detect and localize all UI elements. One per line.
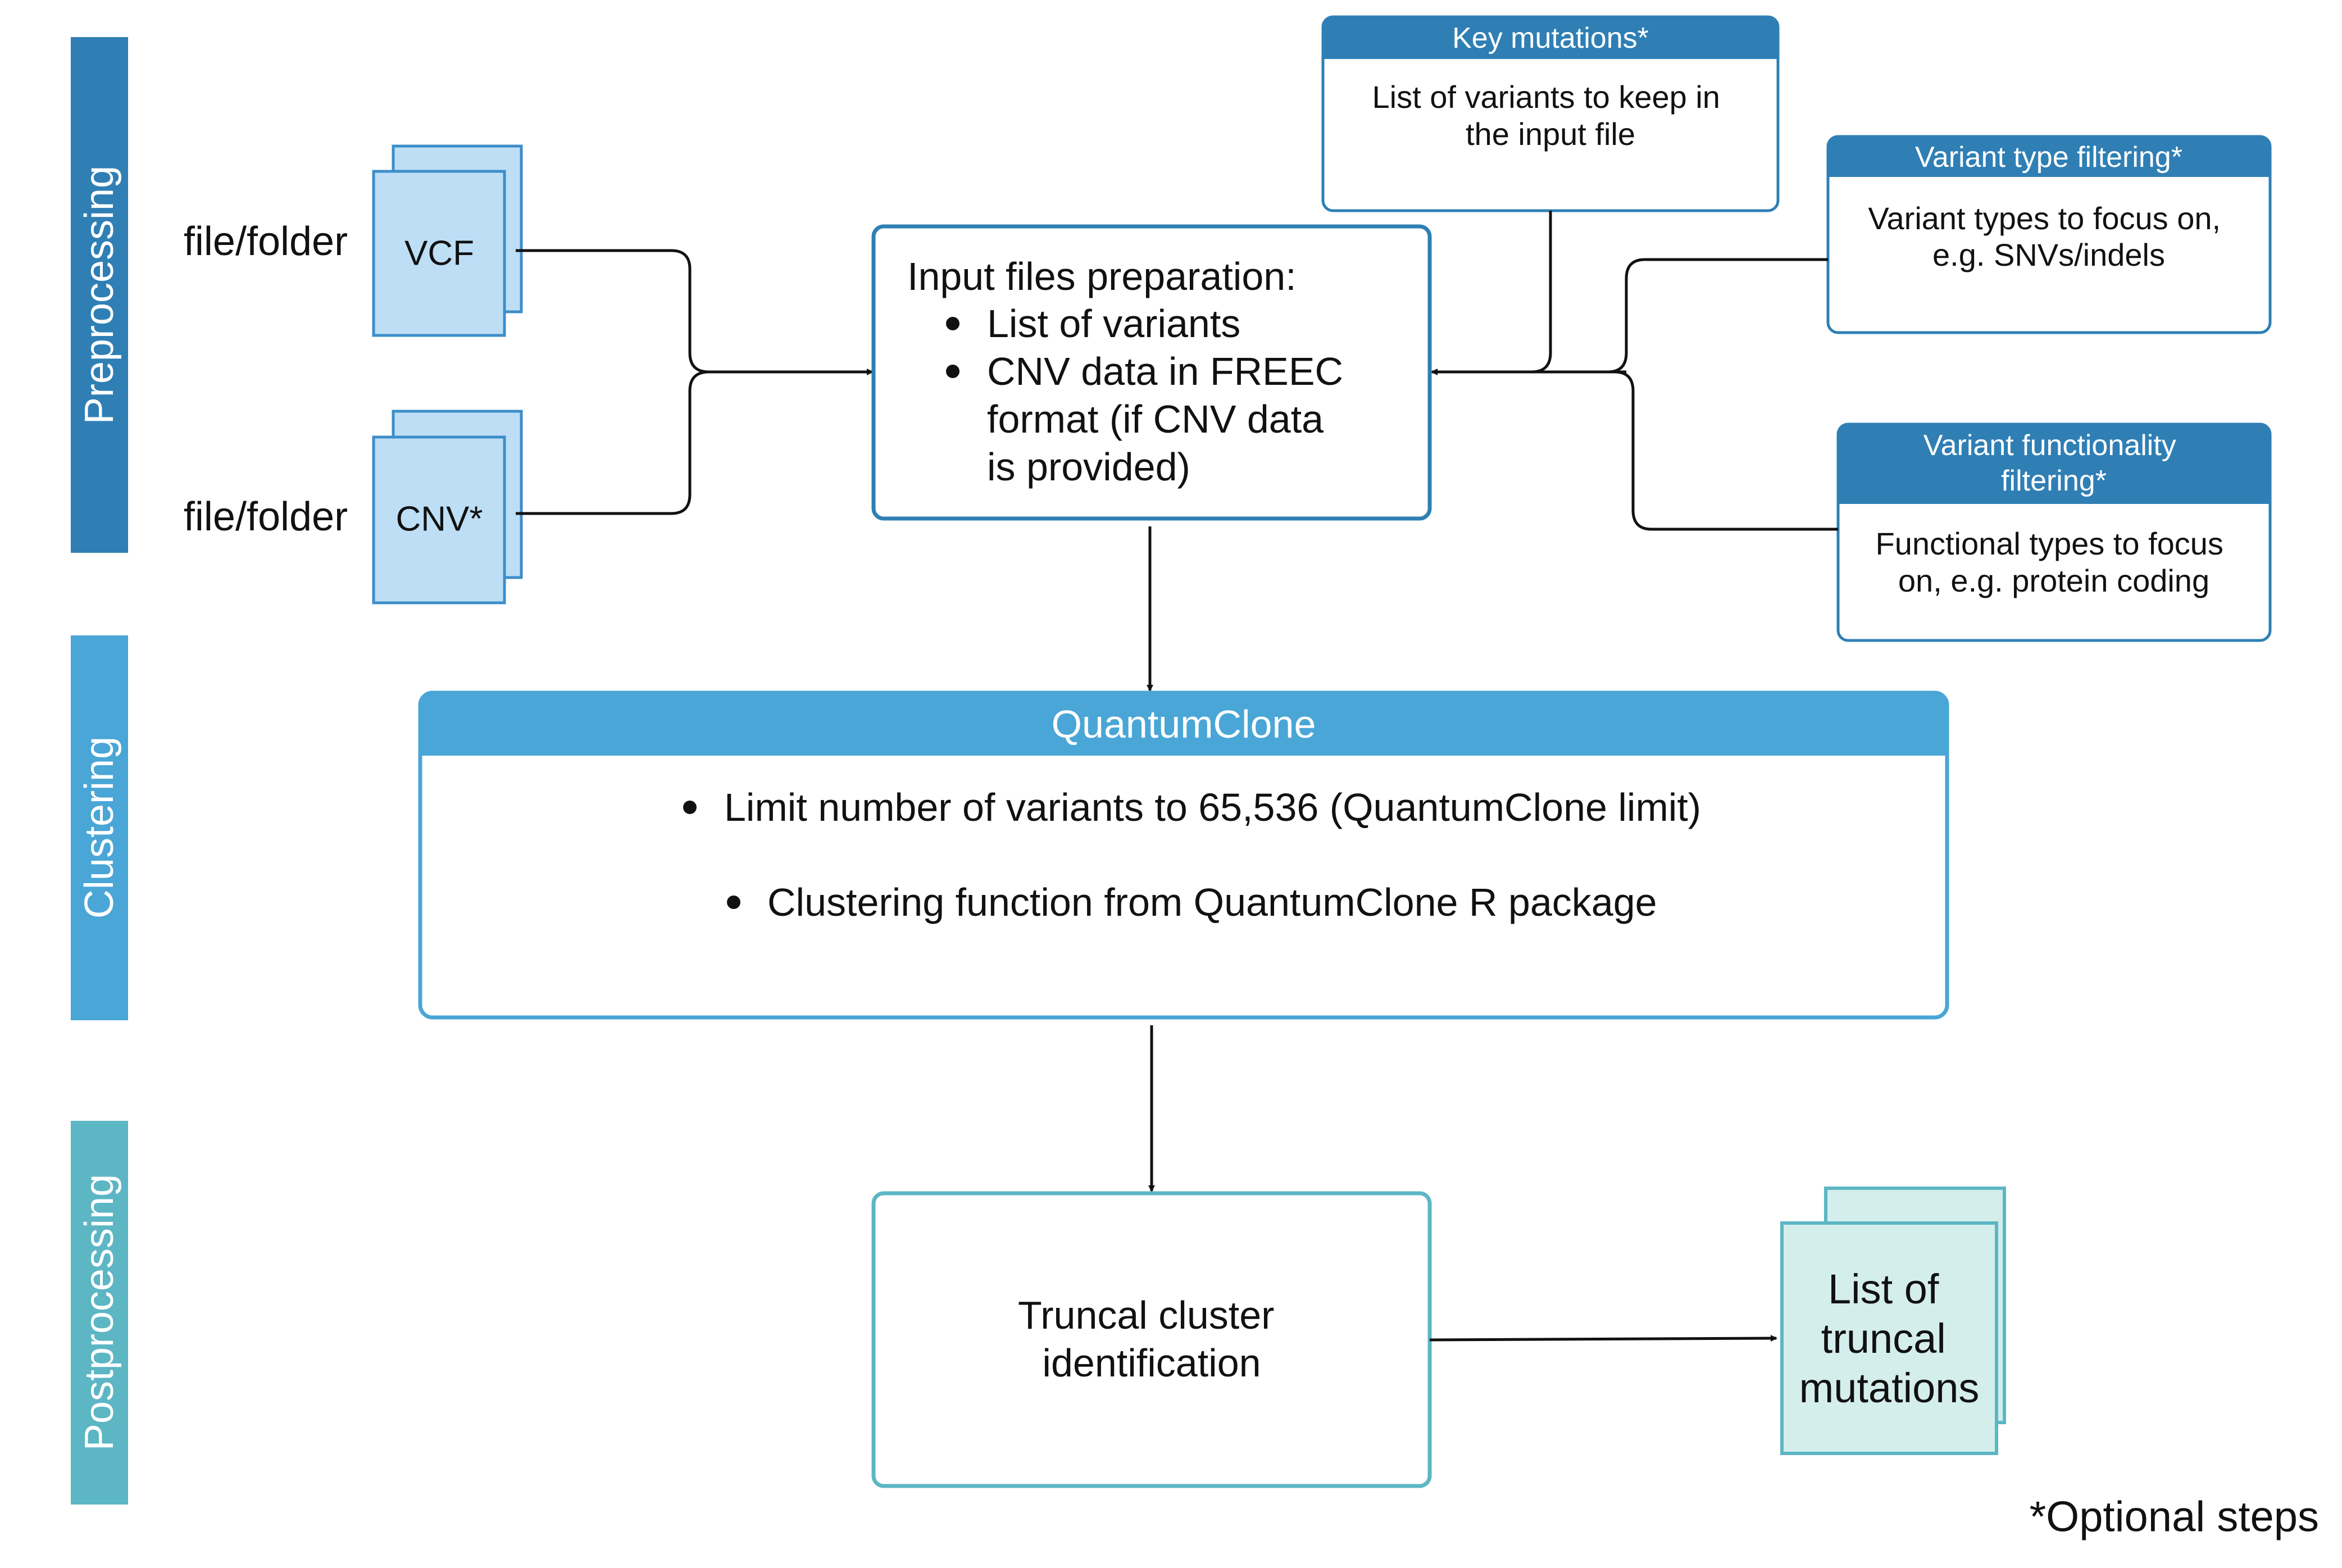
prep-item-cnv-line: is provided) xyxy=(987,445,1190,489)
quantumclone-box: QuantumClone Limit number of variants to… xyxy=(418,690,1949,1020)
variant-type-header: Variant type filtering* xyxy=(1915,141,2182,174)
cnv-document-icon: CNV* xyxy=(372,410,523,605)
variant-type-body-line: Variant types to focus on, xyxy=(1868,201,2221,236)
vcf-document-icon: VCF xyxy=(372,144,523,337)
truncal-mutations-line: List of xyxy=(1828,1266,1939,1312)
truncal-cluster-line: identification xyxy=(1042,1341,1261,1385)
vcf-connector xyxy=(516,249,710,374)
truncal-cluster-box: Truncal cluster identification xyxy=(871,1191,1432,1488)
stage-label-preprocessing: Preprocessing xyxy=(77,166,122,424)
variant-type-body: Variant types to focus on, e.g. SNVs/ind… xyxy=(1868,201,2229,272)
quantumclone-bullet-1 xyxy=(683,801,697,814)
variant-func-body-line: on, e.g. protein coding xyxy=(1898,563,2209,598)
input-preparation-box: Input files preparation: List of variant… xyxy=(871,224,1432,521)
cnv-input-label: file/folder xyxy=(184,494,348,539)
variant-type-filtering-box: Variant type filtering* Variant types to… xyxy=(1826,135,2272,334)
variant-type-connector xyxy=(1607,258,1828,374)
prep-item-cnv: CNV data in FREEC format (if CNV data is… xyxy=(987,349,1354,489)
truncal-mutations-document-icon: List of truncal mutations xyxy=(1780,1187,2006,1455)
key-mutations-connector xyxy=(1531,211,1552,374)
vcf-document-label: VCF xyxy=(404,234,474,273)
variant-func-header: Variant functionality filtering* xyxy=(1923,429,2184,497)
key-mutations-body: List of variants to keep in the input fi… xyxy=(1372,79,1729,152)
prep-bullet-2 xyxy=(946,365,959,378)
stage-label-postprocessing: Postprocessing xyxy=(77,1174,122,1451)
variant-func-body-line: Functional types to focus xyxy=(1875,526,2223,561)
truncal-cluster-label: Truncal cluster identification xyxy=(1018,1293,1285,1385)
prep-item-variants: List of variants xyxy=(987,302,1240,346)
truncal-to-output-arrow xyxy=(1429,1335,1777,1342)
key-mutations-box: Key mutations* List of variants to keep … xyxy=(1321,15,1780,212)
prep-bullet-1 xyxy=(946,317,959,330)
quantumclone-header: QuantumClone xyxy=(1052,702,1316,746)
variant-func-body: Functional types to focus on, e.g. prote… xyxy=(1875,526,2232,598)
cnv-document-label: CNV* xyxy=(395,500,483,539)
prep-title: Input files preparation: xyxy=(907,254,1297,298)
quantumclone-bullet-2 xyxy=(727,896,740,909)
prep-item-cnv-line: format (if CNV data xyxy=(987,397,1324,441)
truncal-mutations-line: truncal xyxy=(1821,1315,1946,1362)
truncal-mutations-label: List of truncal mutations xyxy=(1799,1266,1980,1411)
variant-functionality-filtering-box: Variant functionality filtering* Functio… xyxy=(1836,422,2272,642)
variant-func-connector xyxy=(1614,370,1838,531)
key-mutations-body-line: List of variants to keep in xyxy=(1372,79,1720,115)
stage-bar-postprocessing: Postprocessing xyxy=(71,1121,128,1505)
stage-bar-preprocessing: Preprocessing xyxy=(71,37,128,553)
variant-func-header-line: Variant functionality xyxy=(1923,429,2176,462)
quantumclone-item-limit: Limit number of variants to 65,536 (Quan… xyxy=(724,785,1701,829)
quantumclone-item-clustering: Clustering function from QuantumClone R … xyxy=(767,880,1657,924)
variant-type-body-line: e.g. SNVs/indels xyxy=(1932,237,2165,272)
stage-bar-clustering: Clustering xyxy=(71,635,128,1020)
key-mutations-body-line: the input file xyxy=(1466,116,1635,152)
stage-label-clustering: Clustering xyxy=(77,737,122,919)
truncal-cluster-line: Truncal cluster xyxy=(1018,1293,1274,1337)
optional-steps-footnote: *Optional steps xyxy=(2030,1493,2319,1541)
key-mutations-header: Key mutations* xyxy=(1452,22,1649,54)
prep-item-cnv-line: CNV data in FREEC xyxy=(987,349,1343,393)
vcf-input-label: file/folder xyxy=(184,219,348,264)
truncal-mutations-line: mutations xyxy=(1799,1365,1980,1411)
variant-func-header-line: filtering* xyxy=(2001,465,2107,497)
cnv-connector xyxy=(516,370,710,515)
